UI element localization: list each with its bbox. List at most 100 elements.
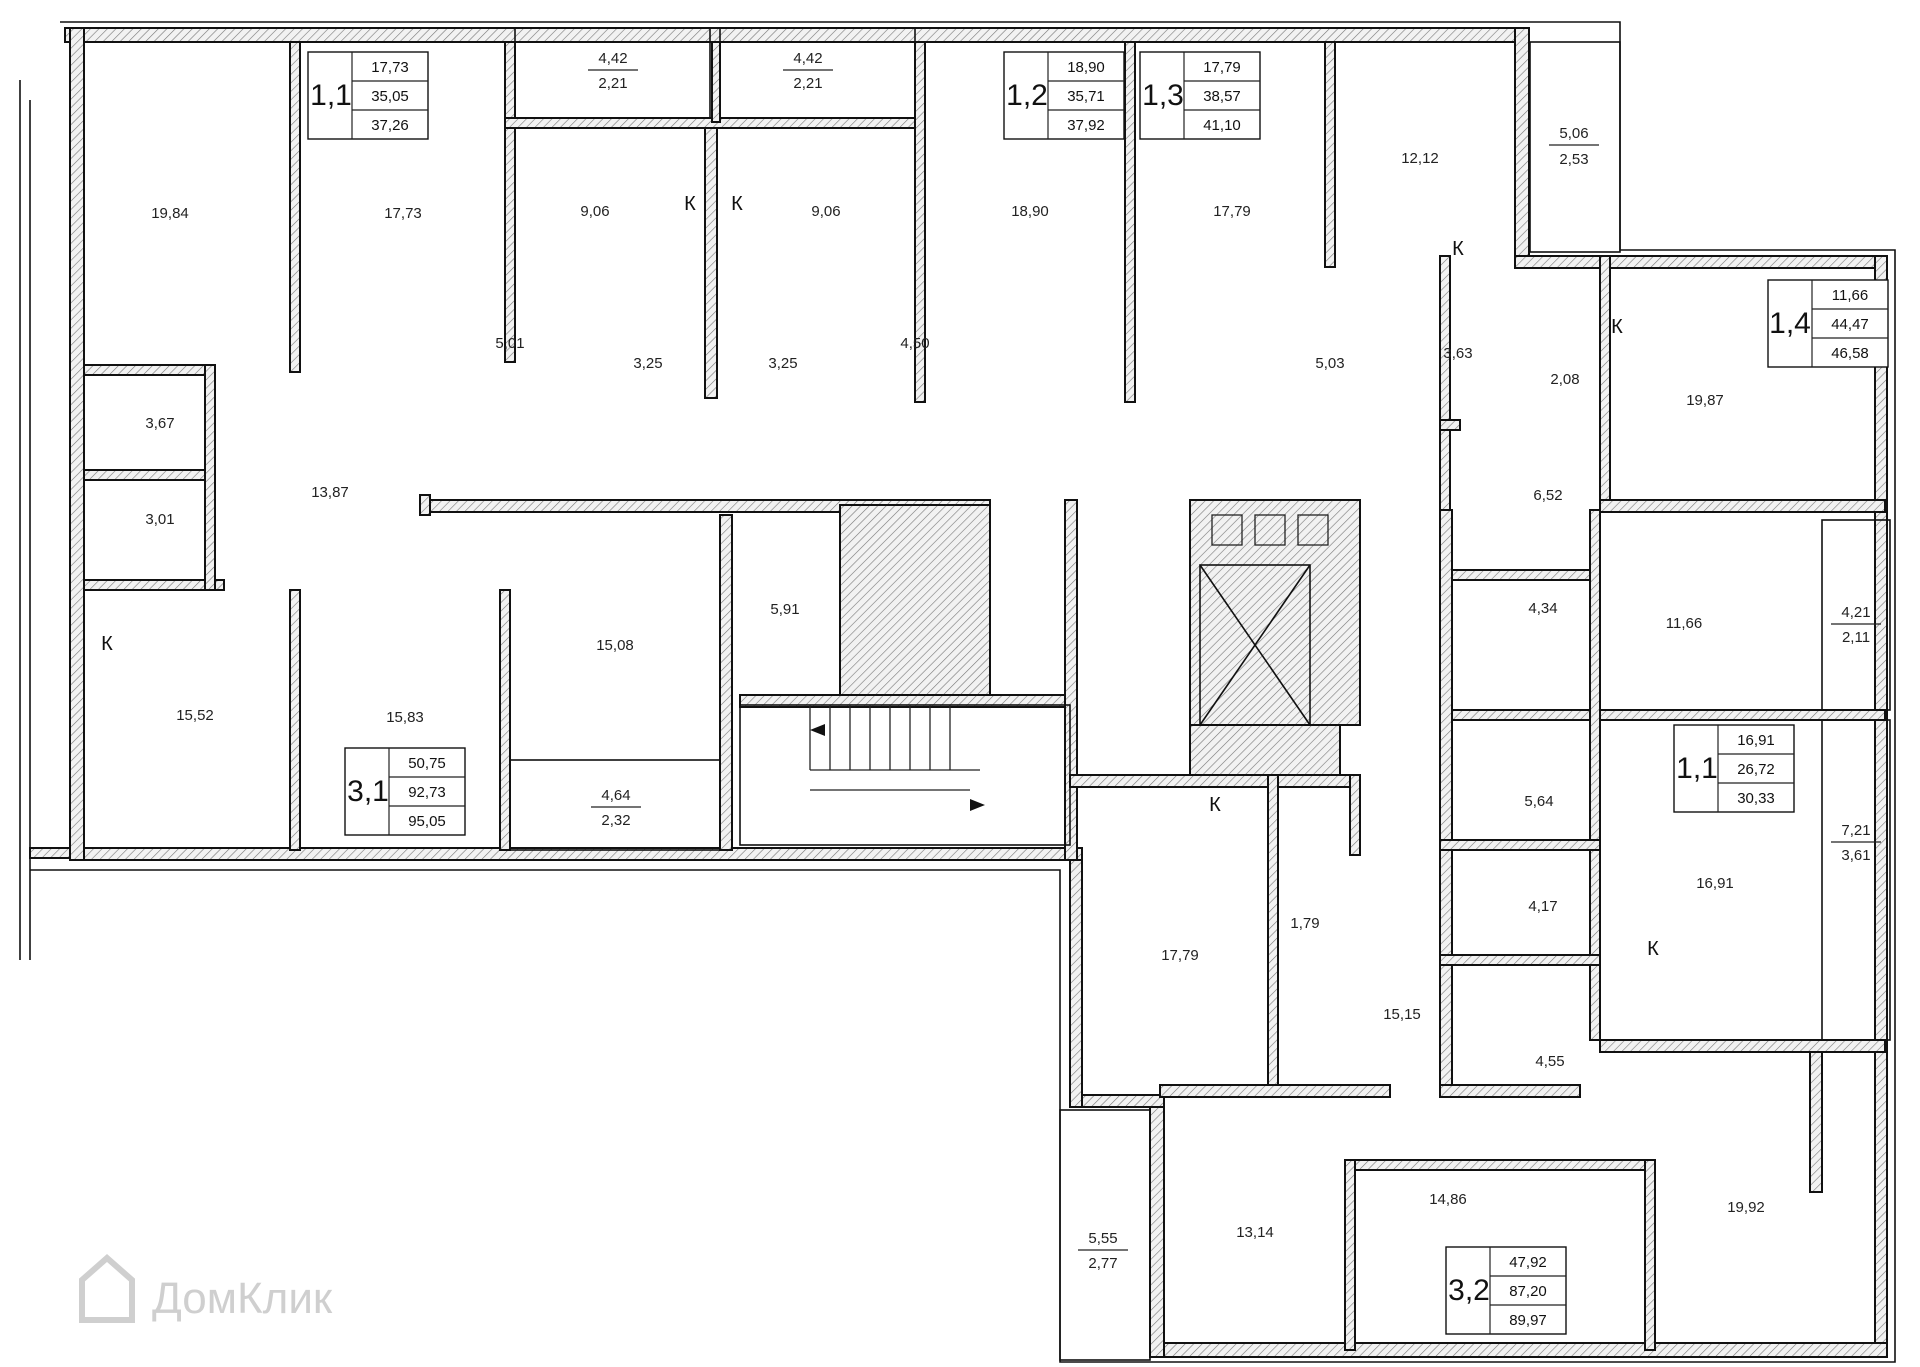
area-with-balcony: 41,10 xyxy=(1203,117,1241,134)
room-area: 18,90 xyxy=(1011,203,1049,220)
living-area: 18,90 xyxy=(1067,59,1105,76)
total-area: 92,73 xyxy=(408,784,446,801)
room-area: 4,55 xyxy=(1535,1053,1564,1070)
apartment-tag: 1,1 16,91 26,72 30,33 xyxy=(1673,724,1795,813)
apartment-code: 3,2 xyxy=(1448,1274,1490,1307)
balcony-outlines xyxy=(509,27,1891,1361)
room-area: 3,67 xyxy=(145,415,174,432)
apartment-code: 1,1 xyxy=(1676,752,1718,785)
apartment-tag: 1,1 17,73 35,05 37,26 xyxy=(307,51,429,140)
balcony-label: 4,42 2,21 xyxy=(588,50,638,92)
room-area: 3,25 xyxy=(768,355,797,372)
balcony-area: 2,21 xyxy=(598,75,627,92)
staircase xyxy=(739,704,1071,846)
apartment-code: 1,3 xyxy=(1142,79,1184,112)
area-with-balcony: 30,33 xyxy=(1737,790,1775,807)
room-area: 9,06 xyxy=(580,203,609,220)
total-area: 35,05 xyxy=(371,88,409,105)
exterior-walls xyxy=(29,27,1888,1358)
room-area-labels: 19,84 17,73 9,06 9,06 18,90 17,79 12,12 … xyxy=(145,150,1764,1241)
balcony-area: 4,42 xyxy=(598,50,627,67)
area-with-balcony: 89,97 xyxy=(1509,1312,1547,1329)
apartment-code: 3,1 xyxy=(347,775,389,808)
interior-walls xyxy=(83,41,1886,1351)
room-area: 17,79 xyxy=(1213,203,1251,220)
room-area: 5,91 xyxy=(770,601,799,618)
balcony-area: 4,42 xyxy=(793,50,822,67)
room-area: 19,87 xyxy=(1686,392,1724,409)
kitchen-mark: К xyxy=(684,193,696,215)
room-area: 19,84 xyxy=(151,205,189,222)
living-area: 47,92 xyxy=(1509,1254,1547,1271)
room-area: 5,64 xyxy=(1524,793,1553,810)
room-area: 3,25 xyxy=(633,355,662,372)
balcony-label: 5,06 2,53 xyxy=(1549,125,1599,168)
room-area: 1,79 xyxy=(1290,915,1319,932)
balcony-labels: 4,42 2,21 4,42 2,21 5,06 2,53 4,64 2,32 … xyxy=(588,50,1881,1272)
balcony-area: 2,77 xyxy=(1088,1255,1117,1272)
room-area: 15,08 xyxy=(596,637,634,654)
apartment-tags: 1,1 17,73 35,05 37,26 1,2 18,90 35,71 37… xyxy=(307,51,1889,1335)
kitchen-mark: К xyxy=(1647,938,1659,960)
balcony-area: 2,53 xyxy=(1559,151,1588,168)
balcony-area: 2,32 xyxy=(601,812,630,829)
area-with-balcony: 37,26 xyxy=(371,117,409,134)
apartment-tag: 1,4 11,66 44,47 46,58 xyxy=(1767,279,1889,368)
kitchen-mark: К xyxy=(1611,316,1623,338)
room-area: 2,08 xyxy=(1550,371,1579,388)
balcony-area: 2,21 xyxy=(793,75,822,92)
watermark-text: ДомКлик xyxy=(152,1274,333,1323)
living-area: 17,79 xyxy=(1203,59,1241,76)
room-area: 16,91 xyxy=(1696,875,1734,892)
apartment-tag: 3,1 50,75 92,73 95,05 xyxy=(344,747,466,836)
total-area: 38,57 xyxy=(1203,88,1241,105)
apartment-code: 1,2 xyxy=(1006,79,1048,112)
room-area: 13,14 xyxy=(1236,1224,1274,1241)
living-area: 50,75 xyxy=(408,755,446,772)
room-area: 4,50 xyxy=(900,335,929,352)
room-area: 15,15 xyxy=(1383,1006,1421,1023)
kitchen-mark: К xyxy=(1452,238,1464,260)
living-area: 16,91 xyxy=(1737,732,1775,749)
living-area: 17,73 xyxy=(371,59,409,76)
total-area: 44,47 xyxy=(1831,316,1869,333)
apartment-code: 1,4 xyxy=(1769,307,1811,340)
balcony-area: 4,64 xyxy=(601,787,630,804)
total-area: 35,71 xyxy=(1067,88,1105,105)
balcony-label: 4,21 2,11 xyxy=(1831,604,1881,646)
apartment-tag: 1,2 18,90 35,71 37,92 xyxy=(1003,51,1125,140)
kitchen-mark: К xyxy=(731,193,743,215)
room-area: 14,86 xyxy=(1429,1191,1467,1208)
room-area: 3,01 xyxy=(145,511,174,528)
apartment-tag: 1,3 17,79 38,57 41,10 xyxy=(1139,51,1261,140)
room-area: 17,73 xyxy=(384,205,422,222)
balcony-label: 4,42 2,21 xyxy=(783,50,833,92)
balcony-area: 5,06 xyxy=(1559,125,1588,142)
room-area: 9,06 xyxy=(811,203,840,220)
balcony-area: 3,61 xyxy=(1841,847,1870,864)
room-area: 5,01 xyxy=(495,335,524,352)
balcony-area: 4,21 xyxy=(1841,604,1870,621)
balcony-label: 5,55 2,77 xyxy=(1078,1230,1128,1272)
room-area: 11,66 xyxy=(1666,615,1702,632)
area-with-balcony: 37,92 xyxy=(1067,117,1105,134)
room-area: 19,92 xyxy=(1727,1199,1765,1216)
balcony-label: 4,64 2,32 xyxy=(591,787,641,829)
room-area: 15,52 xyxy=(176,707,214,724)
watermark: ДомКлик xyxy=(79,1254,333,1323)
balcony-area: 5,55 xyxy=(1088,1230,1117,1247)
area-with-balcony: 95,05 xyxy=(408,813,446,830)
living-area: 11,66 xyxy=(1832,287,1868,304)
total-area: 87,20 xyxy=(1509,1283,1547,1300)
room-area: 3,63 xyxy=(1443,345,1472,362)
room-area: 13,87 xyxy=(311,484,349,501)
apartment-tag: 3,2 47,92 87,20 89,97 xyxy=(1445,1246,1567,1335)
kitchen-mark: К xyxy=(1209,794,1221,816)
room-area: 4,34 xyxy=(1528,600,1557,617)
kitchen-mark: К xyxy=(101,633,113,655)
room-area: 17,79 xyxy=(1161,947,1199,964)
area-with-balcony: 46,58 xyxy=(1831,345,1869,362)
balcony-area: 7,21 xyxy=(1841,822,1870,839)
apartment-code: 1,1 xyxy=(310,79,352,112)
